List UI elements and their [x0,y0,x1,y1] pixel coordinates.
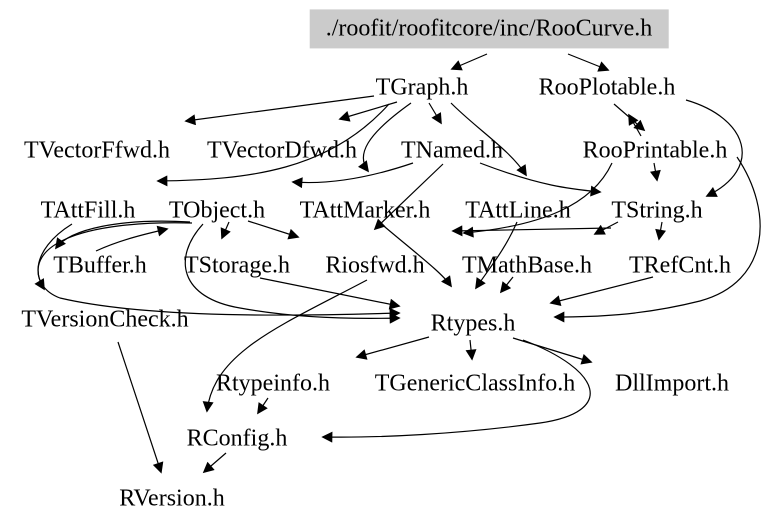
edge-TString-Riosfwd [451,225,612,237]
node-TVectorFfwd[interactable]: TVectorFfwd.h [24,137,170,164]
node-TAttFill[interactable]: TAttFill.h [40,197,136,224]
edge-TObject-Rtypes [184,223,401,324]
edge-Rtypeinfo-RConfig [257,397,269,415]
node-Riosfwd[interactable]: Riosfwd.h [325,252,425,279]
node-Rtypes[interactable]: Rtypes.h [430,310,516,337]
node-TString[interactable]: TString.h [611,197,703,224]
edge-Rtypes-RConfig [321,339,591,443]
node-TObject[interactable]: TObject.h [168,197,266,224]
edge-TObject-TBuffer [55,220,191,250]
edge-TMathBase-Rtypes [499,276,514,294]
edge-RooPlotable-RooPrintable [613,103,646,132]
node-TBuffer[interactable]: TBuffer.h [53,252,147,279]
edge-TRefCnt-Rtypes [549,276,654,307]
edge-TVersionCheck-RVersion [117,341,164,474]
node-TAttMarker[interactable]: TAttMarker.h [299,197,431,224]
edge-TBuffer-TObject [95,225,169,252]
edge-TGraph-TVectorFfwd [184,95,375,126]
edge-RooPrintable-RooPlotable [628,113,642,137]
node-TAttLine[interactable]: TAttLine.h [465,197,571,224]
edge-TStorage-Rtypes [259,277,401,310]
edge-RooCurve-RooPlotable [567,53,610,72]
edge-TNamed-TString [479,162,602,197]
edge-RooPrintable-Rtypes [553,156,761,323]
edge-RooCurve-TGraph [450,53,488,71]
edge-TGraph-TAttFill [156,103,390,187]
node-RooPrintable[interactable]: RooPrintable.h [582,137,728,164]
node-RVersion[interactable]: RVersion.h [119,485,225,512]
node-RooCurve: ./roofit/roofitcore/inc/RooCurve.h [309,9,669,49]
edge-RooPlotable-TString [685,99,743,197]
node-TGenericClassInfo[interactable]: TGenericClassInfo.h [374,370,576,397]
edge-Rtypes-Rtypeinfo [355,336,430,360]
node-TMathBase[interactable]: TMathBase.h [462,252,592,279]
edge-TObject-Riosfwd [247,220,300,240]
edge-Rtypes-TGenericClassInfo [465,339,477,361]
node-DllImport[interactable]: DllImport.h [615,370,729,397]
node-RooPlotable[interactable]: RooPlotable.h [538,74,676,101]
node-Rtypeinfo[interactable]: Rtypeinfo.h [216,370,330,397]
edge-TGraph-TNamed [428,102,442,125]
node-TGraph[interactable]: TGraph.h [375,74,469,101]
edge-TNamed-Riosfwd [373,163,444,231]
edge-TAttMarker-Rtypes [378,221,452,288]
edge-TAttLine-Rtypes [475,221,518,290]
edge-TGraph-TAttMarker [357,102,412,173]
edge-Rtypes-DllImport [512,337,593,365]
node-TVersionCheck[interactable]: TVersionCheck.h [21,306,189,333]
node-TRefCnt[interactable]: TRefCnt.h [629,252,731,279]
edge-RConfig-RVersion [202,452,227,474]
edge-TObject-TStorage [220,221,231,240]
node-TStorage[interactable]: TStorage.h [184,252,290,279]
edge-RooPrintable-TString [649,162,661,182]
node-TNamed[interactable]: TNamed.h [401,137,503,164]
edge-TNamed-TObject [291,162,414,189]
node-TVectorDfwd[interactable]: TVectorDfwd.h [207,137,357,164]
edge-TGraph-TAttLine [450,102,527,177]
node-RConfig[interactable]: RConfig.h [186,425,288,452]
edge-TString-TRefCnt [655,221,667,241]
edge-Riosfwd-RConfig [202,279,368,413]
